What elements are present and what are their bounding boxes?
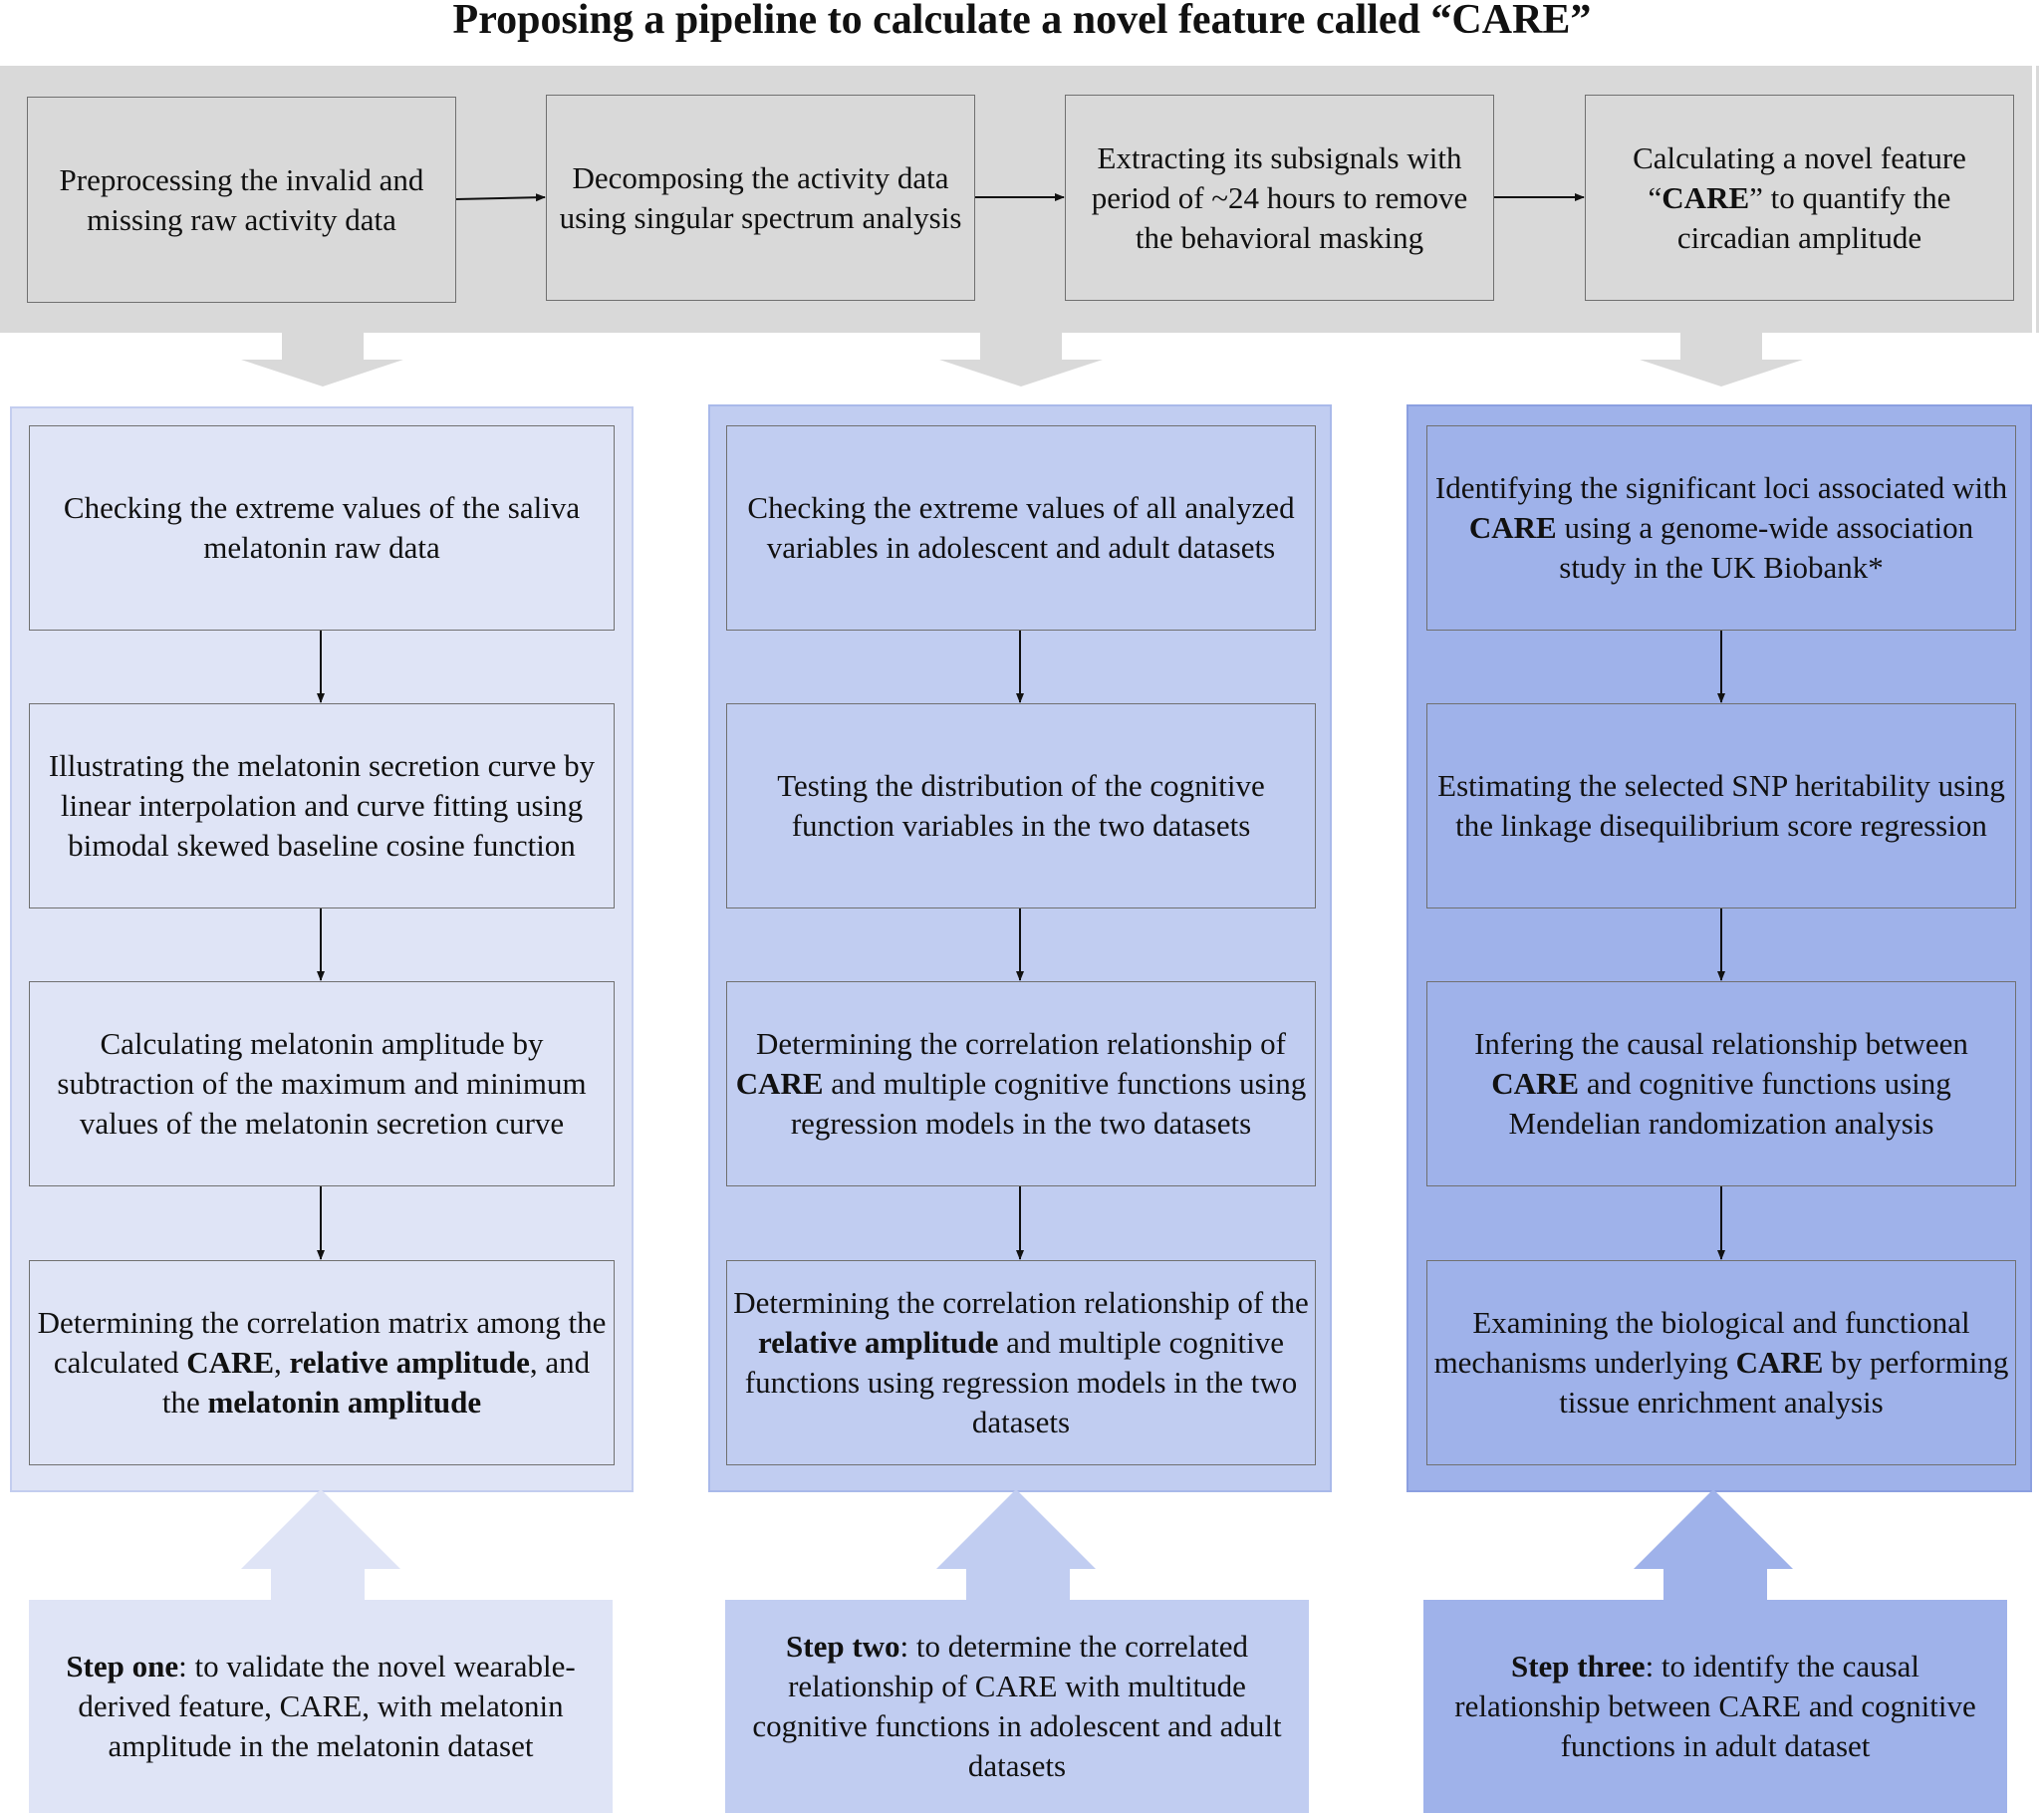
- text-segment: Extracting its subsignals with period of…: [1091, 139, 1468, 255]
- box-text: Identifying the significant loci associa…: [1433, 468, 2009, 588]
- step-one-box-4: Determining the correlation matrix among…: [29, 1260, 615, 1465]
- box-text: Testing the distribution of the cognitiv…: [733, 766, 1309, 846]
- text-segment: Infering the causal relationship between: [1474, 1026, 1968, 1061]
- box-text: Preprocessing the invalid and missing ra…: [34, 160, 449, 240]
- box-text: Determining the correlation relationship…: [733, 1283, 1309, 1442]
- text-segment: Testing the distribution of the cognitiv…: [777, 768, 1265, 843]
- bold-term: CARE: [1661, 179, 1750, 215]
- text-segment: Determining the correlation relationship…: [733, 1285, 1309, 1320]
- box-text: Infering the causal relationship between…: [1433, 1024, 2009, 1144]
- step-three-box-1: Identifying the significant loci associa…: [1426, 425, 2016, 631]
- bold-term: relative amplitude: [289, 1345, 530, 1380]
- bold-term: CARE: [186, 1345, 275, 1380]
- down-arrow-column-two: [939, 332, 1103, 387]
- box-text: Calculating a novel feature “CARE” to qu…: [1592, 138, 2007, 258]
- text-segment: and cognitive functions using Mendelian …: [1508, 1066, 1951, 1141]
- box-text: Step three: to identify the causal relat…: [1435, 1647, 1995, 1766]
- text-segment: using a genome-wide association study in…: [1556, 510, 1974, 585]
- step-one-box-2: Illustrating the melatonin secretion cur…: [29, 703, 615, 908]
- text-segment: Examining the biological and functional …: [1433, 1305, 1970, 1380]
- box-text: Determining the correlation relationship…: [733, 1024, 1309, 1144]
- box-text: Determining the correlation matrix among…: [36, 1303, 608, 1423]
- arrow-preprocess-to-decompose: [455, 193, 546, 202]
- step-three-box-3: Infering the causal relationship between…: [1426, 981, 2016, 1186]
- diagram-title: Proposing a pipeline to calculate a nove…: [452, 0, 1592, 43]
- text-segment: : to validate the novel wearable-derived…: [78, 1649, 576, 1763]
- text-segment: ,: [274, 1345, 290, 1380]
- up-arrow-step-two: [936, 1489, 1096, 1600]
- bold-term: Step two: [786, 1629, 900, 1664]
- step-one-summary: Step one: to validate the novel wearable…: [29, 1600, 613, 1813]
- pipeline-band-edge: [2036, 66, 2039, 333]
- box-text: Calculating melatonin amplitude by subtr…: [36, 1024, 608, 1144]
- step-two-box-2: Testing the distribution of the cognitiv…: [726, 703, 1316, 908]
- up-arrow-step-one: [241, 1489, 400, 1600]
- pipeline-step-extracting: Extracting its subsignals with period of…: [1065, 95, 1494, 301]
- text-segment: Checking the extreme values of all analy…: [747, 490, 1295, 565]
- box-text: Checking the extreme values of all analy…: [733, 488, 1309, 568]
- bold-term: melatonin amplitude: [207, 1385, 482, 1420]
- pipeline-step-preprocessing: Preprocessing the invalid and missing ra…: [27, 97, 456, 303]
- pipeline-step-calculating-care: Calculating a novel feature “CARE” to qu…: [1585, 95, 2014, 301]
- bold-term: CARE: [1491, 1066, 1580, 1101]
- step-one-box-1: Checking the extreme values of the saliv…: [29, 425, 615, 631]
- bold-term: Step three: [1510, 1649, 1646, 1684]
- step-three-box-2: Estimating the selected SNP heritability…: [1426, 703, 2016, 908]
- box-text: Decomposing the activity data using sing…: [553, 158, 968, 238]
- step-two-box-4: Determining the correlation relationship…: [726, 1260, 1316, 1465]
- text-segment: Illustrating the melatonin secretion cur…: [48, 748, 596, 863]
- text-segment: Calculating a novel feature “: [1633, 139, 1966, 215]
- text-segment: Determining the correlation relationship…: [756, 1026, 1286, 1061]
- text-segment: Calculating melatonin amplitude by subtr…: [57, 1026, 587, 1141]
- box-text: Illustrating the melatonin secretion cur…: [36, 746, 608, 866]
- text-segment: Decomposing the activity data using sing…: [559, 159, 962, 235]
- text-segment: Identifying the significant loci associa…: [1434, 470, 2008, 505]
- bold-term: CARE: [1735, 1345, 1824, 1380]
- text-segment: and multiple cognitive functions using r…: [744, 1325, 1298, 1439]
- step-two-summary: Step two: to determine the correlated re…: [725, 1600, 1309, 1813]
- bold-term: Step one: [66, 1649, 179, 1684]
- text-segment: : to determine the correlated relationsh…: [752, 1629, 1282, 1783]
- bold-term: relative amplitude: [757, 1325, 999, 1360]
- step-two-box-3: Determining the correlation relationship…: [726, 981, 1316, 1186]
- text-segment: Determining the correlation matrix among…: [37, 1305, 607, 1380]
- step-three-summary: Step three: to identify the causal relat…: [1423, 1600, 2007, 1813]
- step-one-box-3: Calculating melatonin amplitude by subtr…: [29, 981, 615, 1186]
- step-two-box-1: Checking the extreme values of all analy…: [726, 425, 1316, 631]
- text-segment: by performing tissue enrichment analysis: [1559, 1345, 2009, 1420]
- text-segment: : to identify the causal relationship be…: [1454, 1649, 1976, 1763]
- box-text: Step one: to validate the novel wearable…: [41, 1647, 601, 1766]
- down-arrow-column-one: [241, 332, 403, 387]
- up-arrow-step-three: [1634, 1489, 1793, 1600]
- step-three-box-4: Examining the biological and functional …: [1426, 1260, 2016, 1465]
- box-text: Extracting its subsignals with period of…: [1072, 138, 1487, 258]
- text-segment: Estimating the selected SNP heritability…: [1437, 768, 2005, 843]
- text-segment: ” to quantify the circadian amplitude: [1676, 179, 1951, 255]
- box-text: Examining the biological and functional …: [1433, 1303, 2009, 1423]
- box-text: Checking the extreme values of the saliv…: [36, 488, 608, 568]
- box-text: Estimating the selected SNP heritability…: [1433, 766, 2009, 846]
- pipeline-step-decomposing: Decomposing the activity data using sing…: [546, 95, 975, 301]
- text-segment: and multiple cognitive functions using r…: [790, 1066, 1307, 1141]
- bold-term: CARE: [735, 1066, 824, 1101]
- box-text: Step two: to determine the correlated re…: [737, 1627, 1297, 1786]
- text-segment: Checking the extreme values of the saliv…: [63, 490, 581, 565]
- down-arrow-column-three: [1640, 332, 1803, 387]
- text-segment: , and the: [161, 1345, 591, 1420]
- text-segment: Preprocessing the invalid and missing ra…: [59, 161, 424, 237]
- bold-term: CARE: [1468, 510, 1557, 545]
